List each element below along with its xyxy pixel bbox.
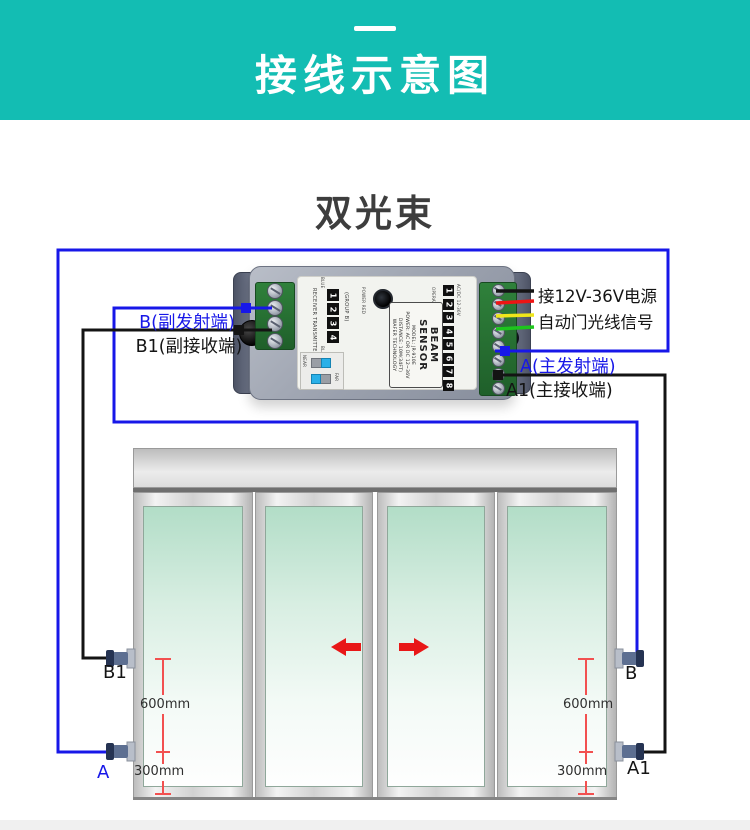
terminal-screw <box>267 332 283 349</box>
door-panel-sliding-left <box>255 492 373 798</box>
door-glass <box>387 506 485 787</box>
pin-a-6: 6 <box>443 353 454 364</box>
dim-300mm-right: 300mm <box>557 764 608 779</box>
acdc-label: AC/DC 12-36V <box>456 284 461 316</box>
group-b-label: (GROUP B) <box>343 292 349 322</box>
brand-line: WAFER TECHNOLOGY <box>390 318 396 372</box>
terminal-screw <box>491 311 505 325</box>
pin-b-4: 4 <box>327 331 339 343</box>
door-glass <box>265 506 363 787</box>
door-panel-fixed-left <box>133 492 253 798</box>
door-sensor-label-b: B <box>625 663 638 684</box>
power-line: POWER: AC OR DC 12~36V <box>403 311 409 379</box>
distance-line: DISTANCE: 10M(34FT) <box>397 317 403 373</box>
terminal-screw <box>491 283 505 297</box>
terminal-screw <box>491 367 505 381</box>
label-b-transmitter: B(副发射端) <box>139 313 235 333</box>
dip-handle-2 <box>311 374 321 384</box>
pin-a-4: 4 <box>443 326 454 337</box>
door-panel-fixed-right <box>497 492 617 798</box>
dim-600mm-left: 600mm <box>140 697 191 712</box>
terminal-screw <box>491 297 505 311</box>
group-b-blue-label: BLUE <box>320 277 325 289</box>
pin-a-8: 8 <box>443 380 454 391</box>
dim-300mm-left: 300mm <box>134 764 185 779</box>
bottom-strip <box>0 820 750 830</box>
door-sensor-label-a: A <box>97 762 110 783</box>
terminal-screw <box>491 353 505 367</box>
pin-b-1: 1 <box>327 289 339 301</box>
door-glass <box>507 506 607 787</box>
pin-a-7: 7 <box>443 366 454 377</box>
pin-b-2: 2 <box>327 303 339 315</box>
terminal-screw <box>491 381 505 395</box>
terminal-screw <box>267 316 283 333</box>
group-b-header: RECEIVER TRANSMITTER <box>311 288 317 356</box>
power-led-label: POWER RED <box>361 287 366 315</box>
terminal-screw <box>491 339 505 353</box>
label-b1-receiver: B1(副接收端) <box>135 337 243 357</box>
dip-near-label: NEAR <box>302 355 307 368</box>
page-title: 接线示意图 <box>254 51 495 100</box>
terminal-screw <box>491 325 505 339</box>
door-sensor-label-b1: B1 <box>103 662 127 683</box>
dim-600mm-right: 600mm <box>563 697 614 712</box>
section-title: 双光束 <box>315 192 435 235</box>
header-banner: 接线示意图 <box>0 0 750 120</box>
pin-a-1: 1 <box>443 285 454 296</box>
door-sensor-label-a1: A1 <box>627 758 651 779</box>
pin-a-3: 3 <box>443 312 454 323</box>
floor-line <box>133 797 617 800</box>
door-lintel <box>133 448 617 488</box>
beam-sensor-label: BEAM SENSOR MODEL: JR-910E POWER: AC OR … <box>389 302 443 388</box>
door-glass <box>143 506 243 787</box>
product-name: BEAM SENSOR <box>417 319 439 371</box>
terminal-screw <box>267 283 283 300</box>
label-a1-receiver: A1(主接收端) <box>506 381 613 401</box>
banner-dash <box>354 26 396 31</box>
terminal-screw <box>267 299 283 316</box>
pin-a-5: 5 <box>443 339 454 350</box>
pin-a-2: 2 <box>443 299 454 310</box>
dip-handle-1 <box>321 358 331 368</box>
beam-sensor-module: 1 2 3 4 1 2 3 4 5 6 7 8 RECEIVER TRANSMI… <box>233 262 531 402</box>
pin-b-3: 3 <box>327 317 339 329</box>
dip-far-label: FAR <box>334 373 339 382</box>
model-line: MODEL: JR-910E <box>410 324 416 366</box>
dip-switch: NEAR FAR <box>300 352 344 390</box>
label-power-supply: 接12V-36V电源 <box>538 287 658 306</box>
label-door-signal: 自动门光线信号 <box>538 313 654 332</box>
door-panel-sliding-right <box>377 492 495 798</box>
label-a-transmitter: A(主发射端) <box>520 357 616 377</box>
sensor-a <box>106 741 136 762</box>
